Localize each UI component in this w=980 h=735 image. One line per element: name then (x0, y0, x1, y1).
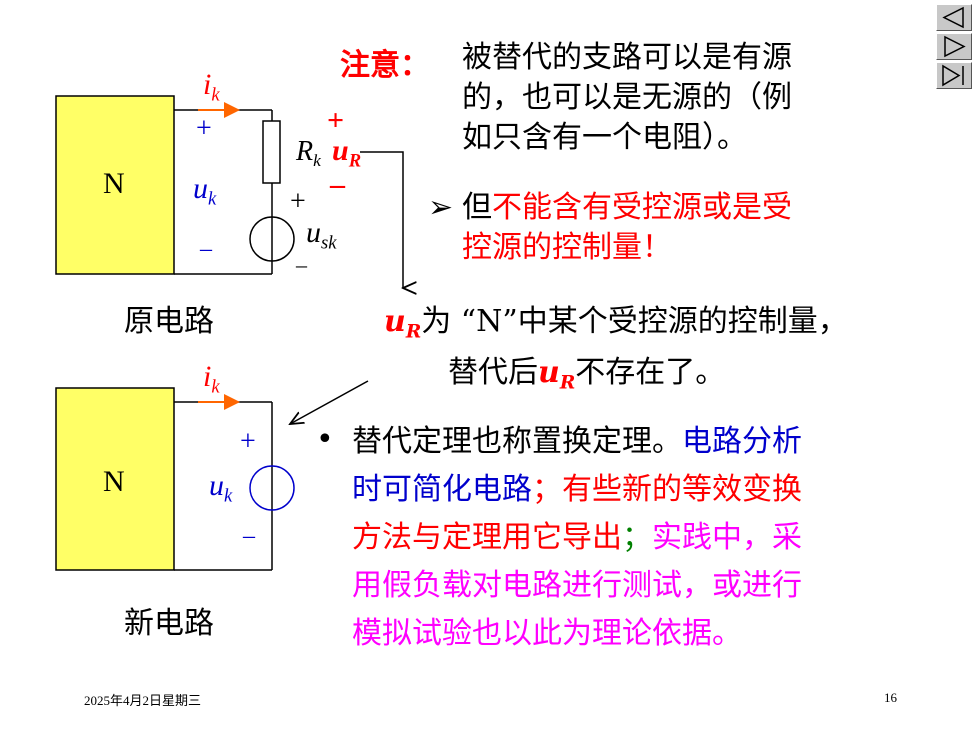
note-bullet: ➢ (428, 190, 454, 225)
last-slide-button[interactable] (936, 62, 972, 89)
main-line-2-red: 有些新的等效变换 (562, 472, 802, 507)
source-plus-sign: + (290, 186, 306, 217)
minus-sign-new: – (243, 523, 255, 549)
warning-line-2: 控源的控制量！ (462, 230, 672, 265)
warning-prefix: 但 (462, 190, 492, 225)
triangle-right-icon (944, 35, 966, 58)
main-line-5: 模拟试验也以此为理论依据。 (352, 616, 742, 651)
ur-note-line-2-post: 不存在了。 (575, 354, 726, 390)
ur-plus-sign: + (327, 104, 345, 137)
network-label-original: N (103, 167, 125, 200)
note-line-1: 被替代的支路可以是有源 (462, 40, 792, 75)
network-box-new (55, 387, 175, 571)
main-line-4: 用假负载对电路进行测试，或进行 (352, 568, 802, 603)
ur-note-line-2-pre: 替代后 (448, 354, 538, 390)
note-label: 注意： (340, 48, 430, 83)
source-minus-sign: – (296, 252, 307, 277)
network-label-new: N (103, 465, 125, 498)
ur-label: uR (332, 134, 362, 172)
plus-sign-new: + (240, 426, 256, 457)
note-warning: 但不能含有受控源或是受 控源的控制量！ (462, 188, 902, 268)
resistor-rk (262, 120, 281, 184)
main-line-3-red: 方法与定理用它导出 (352, 520, 622, 555)
main-line-2-blue: 时可简化电路 (352, 472, 532, 507)
voltage-source-uk (249, 465, 295, 511)
footer-date: 2025年4月2日星期三 (84, 693, 202, 708)
triangle-right-bar-icon (942, 64, 964, 87)
new-circuit-caption: 新电路 (124, 606, 214, 641)
ur-pointer-arrow (360, 151, 403, 288)
plus-sign-original: + (196, 113, 212, 144)
current-label-original: ik (203, 68, 220, 106)
voltage-label-original: uk (193, 172, 217, 210)
main-paragraph: 替代定理也称置换定理。电路分析 时可简化电路；有些新的等效变换 方法与定理用它导… (352, 418, 942, 658)
main-line-3-magenta: 实践中，采 (652, 520, 802, 555)
source-label-usk: usk (306, 216, 337, 254)
note-line-2: 的，也可以是无源的（例 (462, 80, 792, 115)
next-slide-button[interactable] (936, 33, 972, 60)
ur-note-line-1: 为 “N”中某个受控源的控制量， (421, 304, 848, 339)
original-circuit-caption: 原电路 (124, 304, 214, 339)
warning-line-1: 不能含有受控源或是受 (492, 190, 792, 225)
resistor-label: Rk (296, 136, 321, 171)
main-line-1-blue: 电路分析 (682, 424, 802, 459)
replacement-pointer-arrow (290, 380, 369, 424)
current-label-new: ik (203, 360, 220, 398)
voltage-label-new: uk (209, 469, 233, 507)
triangle-left-icon (942, 6, 964, 29)
page-number: 16 (884, 690, 897, 705)
prev-slide-button[interactable] (936, 4, 972, 31)
note-line-3: 如只含有一个电阻）。 (462, 120, 747, 155)
minus-sign-original: – (200, 236, 212, 262)
note-text: 被替代的支路可以是有源 的，也可以是无源的（例 如只含有一个电阻）。 (462, 38, 902, 158)
ur-note-symbol: uR (384, 304, 422, 343)
ur-note-symbol-2: uR (538, 354, 576, 394)
main-line-1-black: 替代定理也称置换定理。 (352, 424, 682, 459)
ur-note: uR为 “N”中某个受控源的控制量， 替代后uR不存在了。 (384, 302, 974, 403)
network-box-original (55, 95, 175, 275)
main-bullet: • (316, 422, 334, 457)
ur-minus-sign: – (330, 168, 345, 201)
